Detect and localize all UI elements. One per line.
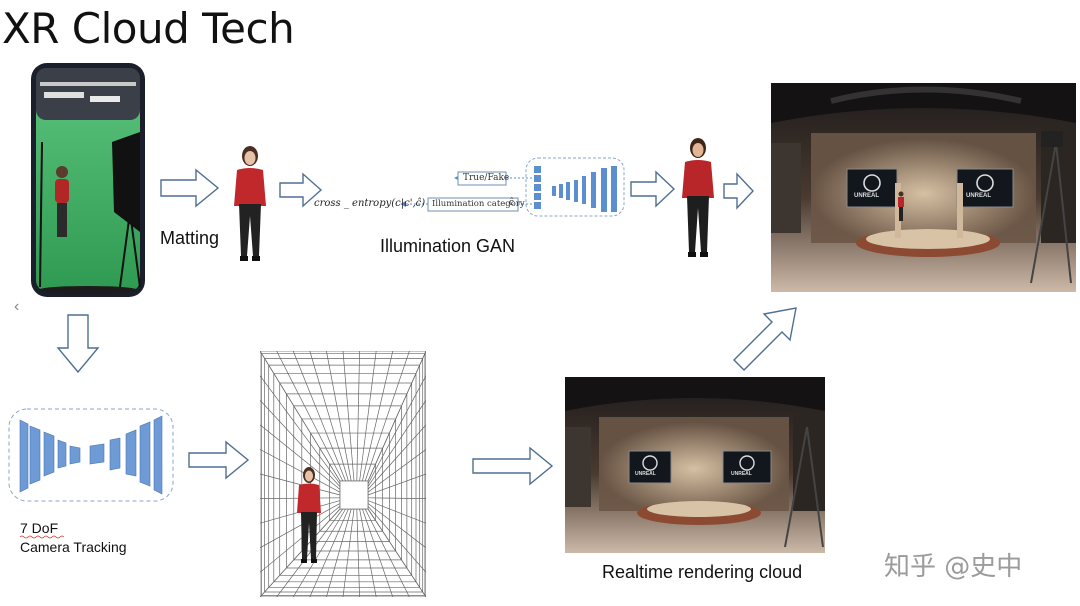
- studio-brand-left: UNREAL: [854, 193, 879, 199]
- realtime-rendering-label: Realtime rendering cloud: [602, 562, 803, 582]
- matted-person: [228, 146, 272, 264]
- camera-tracking-label: Camera Tracking: [20, 539, 127, 555]
- arrow-right-icon: [279, 172, 323, 208]
- arrow-down-icon: [56, 314, 100, 374]
- illumination-symbol-text: ĉ: [509, 198, 515, 208]
- virtual-studio-image-top: UNREAL UNREAL: [771, 83, 1076, 292]
- spellcheck-underline: [20, 535, 64, 539]
- virtual-studio-image-bottom: UNREAL UNREAL: [565, 377, 825, 553]
- relit-person: [676, 138, 720, 260]
- studio-brand-right: UNREAL: [966, 193, 991, 199]
- page-title: XR Cloud Tech: [2, 4, 295, 53]
- dof-label: 7 DoF: [20, 520, 59, 536]
- loss-formula-text: cross _ entropy(c|c',ĉ): [314, 198, 426, 209]
- gan-diagram: True/Fake Illumination category ĉ cross …: [308, 152, 628, 222]
- grid-person: [294, 467, 324, 565]
- camera-tracking-network: [8, 408, 174, 502]
- phone-green-screen: [30, 62, 146, 298]
- arrow-right-icon: [472, 446, 554, 486]
- matting-label: Matting: [160, 228, 220, 248]
- watermark: 知乎 @史中: [884, 552, 1023, 582]
- arrow-right-icon: [630, 170, 676, 208]
- side-chevron-icon: ‹: [14, 298, 20, 315]
- illumination-gan-label: Illumination GAN: [380, 236, 516, 256]
- studio-brand-left-2: UNREAL: [635, 471, 656, 477]
- arrow-right-icon: [723, 172, 754, 210]
- arrow-right-icon: [188, 440, 250, 480]
- true-fake-text: True/Fake: [463, 173, 510, 183]
- studio-brand-right-2: UNREAL: [731, 471, 752, 477]
- arrow-right-icon: [160, 168, 220, 208]
- arrow-up-right-icon: [733, 307, 797, 371]
- perspective-grid: [260, 351, 426, 597]
- illumination-category-text: Illumination category: [432, 199, 525, 209]
